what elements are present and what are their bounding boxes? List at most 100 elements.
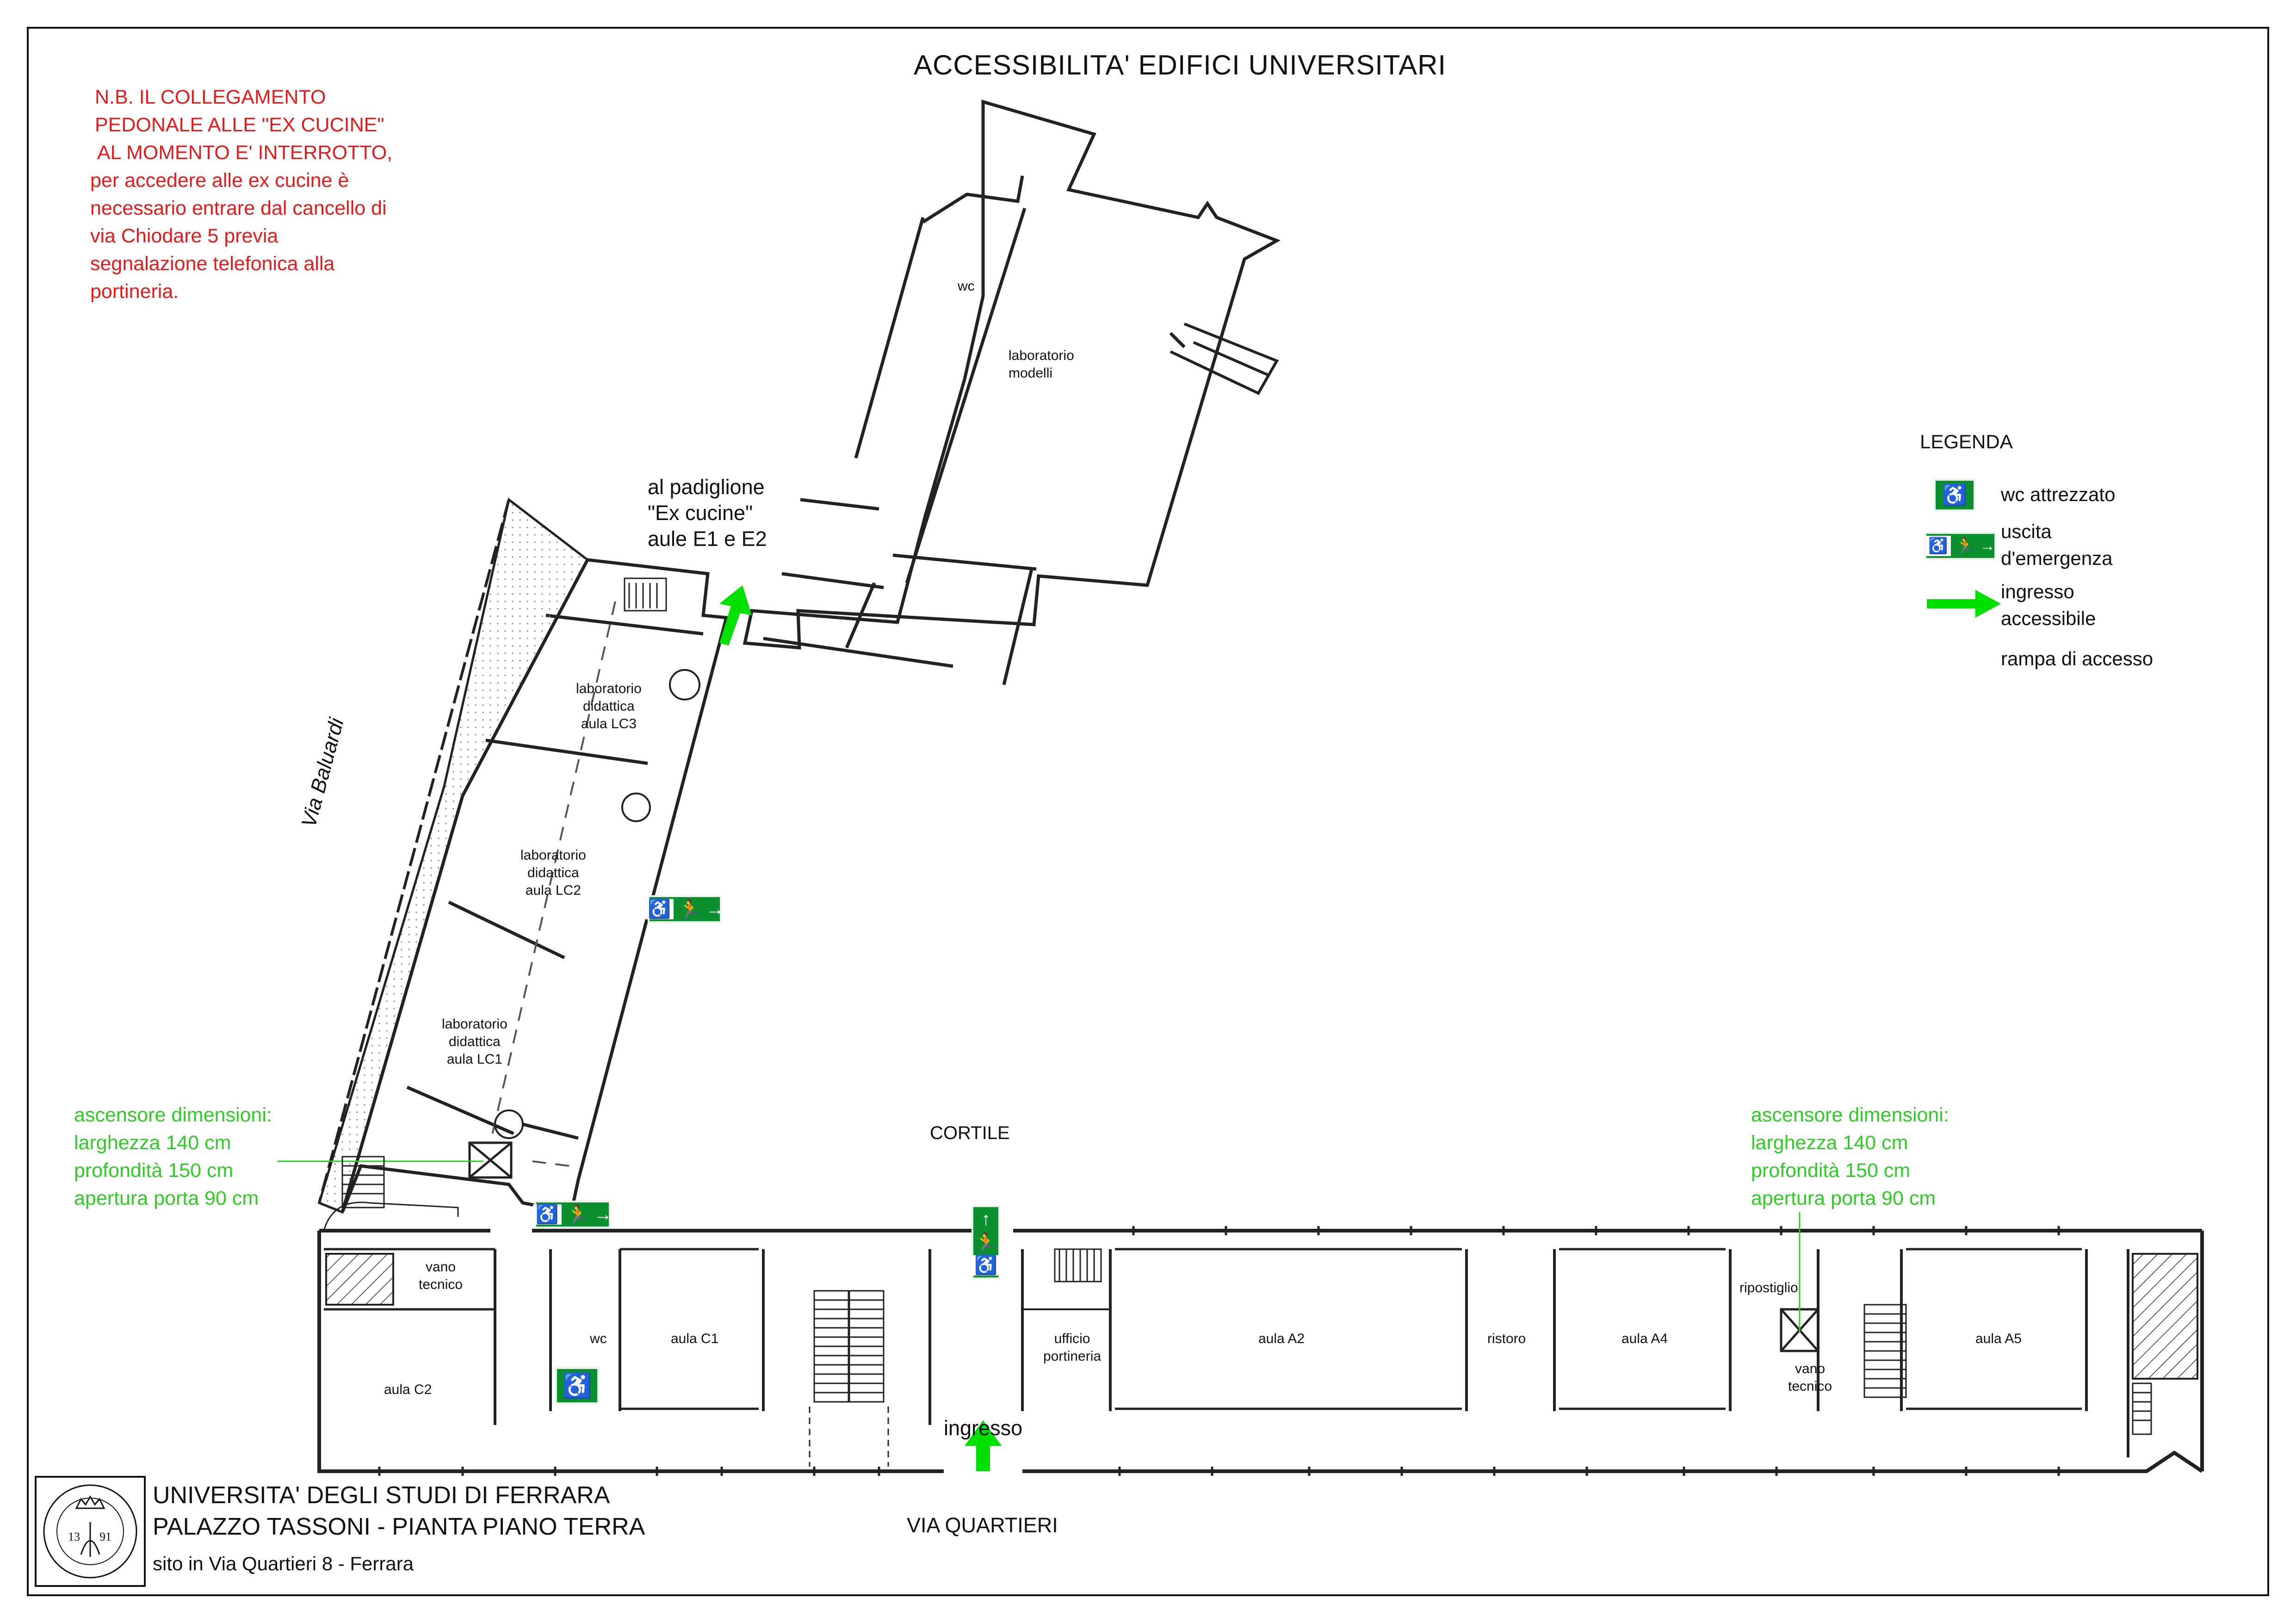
courtyard-label: CORTILE (930, 1123, 1010, 1143)
accessible-entrance-arrows (719, 585, 1002, 1471)
central-stair (809, 1290, 889, 1467)
university-seal-logo: 13 91 (35, 1476, 146, 1587)
room-lc3: laboratorio didattica aula LC3 (576, 680, 642, 733)
logo-year-right: 91 (99, 1530, 111, 1543)
circulation-dashes (489, 601, 616, 1167)
room-label-line: laboratorio (1009, 348, 1074, 363)
stair-a5 (1863, 1304, 1907, 1398)
pavilion-label-line: aule E1 e E2 (648, 527, 767, 551)
elevator-note-line: profondità 150 cm (1751, 1159, 1911, 1182)
arrow-ex-cucine-icon (719, 585, 752, 645)
note-line: per accedere alle ex cucine è (90, 169, 349, 192)
pavilion-label-line: "Ex cucine" (648, 501, 753, 525)
accessible-exit-sign-icon: ↑🏃♿ (972, 1205, 1000, 1279)
left-stair (323, 1156, 459, 1231)
main-building (317, 1229, 2204, 1473)
room-aula-c2: aula C2 (384, 1382, 432, 1397)
room-ufficio-portineria: ufficio portineria (1043, 1330, 1101, 1365)
elevator-note-line: larghezza 140 cm (1751, 1132, 1908, 1154)
entrance-label: ingresso (944, 1416, 1023, 1440)
legend-item-label: wc attrezzato (2001, 483, 2116, 505)
elevator-note-line: ascensore dimensioni: (74, 1104, 272, 1126)
legend-title: LEGENDA (1920, 431, 2013, 452)
room-label-line: tecnico (419, 1277, 463, 1292)
elevator-right-note: ascensore dimensioni: larghezza 140 cm p… (1751, 1101, 1949, 1212)
note-line: segnalazione telefonica alla (90, 253, 335, 275)
accessible-exit-sign-icon: ♿🏃→ (532, 1201, 612, 1228)
elevator-note-line: ascensore dimensioni: (1751, 1104, 1949, 1126)
room-label-line: vano (1795, 1361, 1826, 1376)
room-vano-tecnico-left: vano tecnico (419, 1258, 463, 1294)
elevator-note-line: apertura porta 90 cm (74, 1187, 259, 1209)
lc3-stair (624, 577, 667, 612)
green-arrow-icon (1927, 590, 2001, 618)
room-wc-top: wc (958, 279, 975, 294)
room-lab-modelli: laboratorio modelli (1009, 347, 1074, 382)
legend-item-label: rampa di accesso (2001, 648, 2154, 669)
accessible-exit-sign-icon: ♿🏃→ (1925, 532, 1996, 560)
legend-item-label: uscita (2001, 520, 2052, 542)
page-title: ACCESSIBILITA' EDIFICI UNIVERSITARI (914, 50, 1447, 81)
note-line: PEDONALE ALLE "EX CUCINE" (95, 114, 384, 136)
footer-university: UNIVERSITA' DEGLI STUDI DI FERRARA (153, 1482, 610, 1509)
pavilion-label-line: al padiglione (648, 475, 765, 499)
room-label-line: didattica (527, 865, 579, 880)
street-via-quartieri: VIA QUARTIERI (907, 1513, 1058, 1537)
elevator-note-line: larghezza 140 cm (74, 1132, 231, 1154)
room-wc-bottom: wc (590, 1331, 607, 1346)
room-label-line: laboratorio (576, 681, 642, 696)
spiral-stairs (494, 669, 700, 1139)
room-label-line: aula LC3 (581, 716, 637, 731)
note-line: necessario entrare dal cancello di (90, 197, 387, 219)
room-ripostiglio: ripostiglio (1739, 1280, 1798, 1295)
elevator-note-line: apertura porta 90 cm (1751, 1187, 1936, 1209)
pavilion-label: al padiglione "Ex cucine" aule E1 e E2 (648, 474, 767, 552)
room-aula-a2: aula A2 (1258, 1331, 1305, 1346)
room-label-line: laboratorio (520, 848, 586, 863)
hatched-area-left (325, 1253, 394, 1306)
room-label-line: portineria (1043, 1349, 1102, 1364)
legend-item-label: d'emergenza (2001, 547, 2113, 569)
room-label-line: laboratorio (442, 1016, 507, 1032)
baluardi-edge (318, 499, 510, 1203)
page-border (27, 27, 2269, 1596)
room-label-line: tecnico (1788, 1379, 1832, 1394)
hatched-area-right (2132, 1253, 2198, 1380)
note-line: via Chiodare 5 previa (90, 225, 278, 247)
elevator-left (468, 1141, 513, 1179)
footer-address: sito in Via Quartieri 8 - Ferrara (153, 1553, 414, 1574)
room-vano-tecnico-right: vano tecnico (1788, 1360, 1832, 1395)
logo-year-left: 13 (68, 1530, 80, 1543)
legend-item-label: ingresso (2001, 581, 2074, 602)
facade-ticks (378, 1226, 2060, 1476)
note-line: portineria. (90, 280, 179, 303)
room-label-line: aula LC2 (525, 883, 581, 898)
footer-building: PALAZZO TASSONI - PIANTA PIANO TERRA (153, 1513, 645, 1540)
note-line: N.B. IL COLLEGAMENTO (95, 86, 326, 108)
room-aula-c1: aula C1 (671, 1331, 719, 1346)
room-label-line: didattica (449, 1034, 501, 1049)
elevator-left-note: ascensore dimensioni: larghezza 140 cm p… (74, 1101, 272, 1212)
stair-portineria (1054, 1248, 1102, 1282)
elevator-note-line: profondità 150 cm (74, 1159, 234, 1182)
room-lc2: laboratorio didattica aula LC2 (520, 847, 586, 899)
room-lc1: laboratorio didattica aula LC1 (442, 1016, 507, 1068)
legend-item-label: accessibile (2001, 607, 2096, 629)
via-baluardi-strip (317, 497, 589, 1214)
room-label-line: ufficio (1054, 1331, 1090, 1346)
note-line: AL MOMENTO E' INTERROTTO, (97, 142, 393, 164)
room-aula-a4: aula A4 (1621, 1331, 1668, 1346)
stair-corner (2132, 1382, 2152, 1435)
accessible-exit-sign-icon: ♿🏃→ (645, 895, 724, 923)
ex-cucine-pavilion (743, 99, 1281, 685)
room-label-line: didattica (583, 699, 635, 714)
room-label-line: modelli (1009, 365, 1053, 381)
connection-note: N.B. IL COLLEGAMENTO PEDONALE ALLE "EX C… (90, 83, 392, 305)
room-label-line: aula LC1 (446, 1052, 502, 1067)
arrow-main-entrance-icon (965, 1420, 1002, 1471)
wheelchair-wc-icon: ♿ (1934, 479, 1975, 511)
room-aula-a5: aula A5 (1975, 1331, 2022, 1346)
ex-cucine-ramp (1170, 322, 1279, 395)
room-ristoro: ristoro (1487, 1331, 1526, 1346)
